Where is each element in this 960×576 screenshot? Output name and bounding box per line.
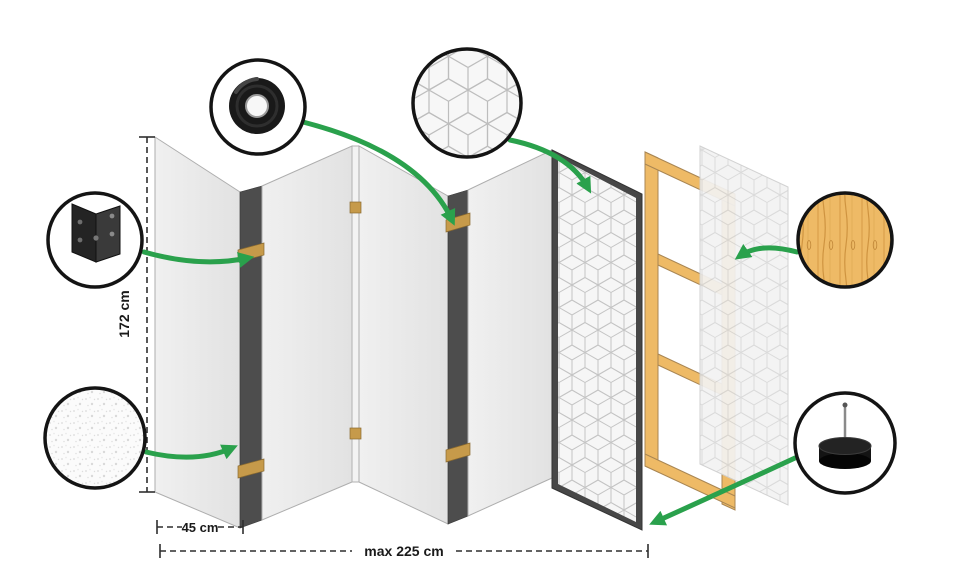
- arrows: [141, 119, 800, 526]
- arrow-texture-to-panel: [143, 444, 238, 460]
- dimension-total-width-label: max 225 cm: [364, 543, 443, 559]
- callout-pattern: [411, 47, 523, 159]
- callout-foot: [793, 391, 897, 495]
- floor-protector-icon: [818, 402, 872, 469]
- geometric-print-icon: [411, 47, 523, 159]
- arrow-pattern-to-panel: [507, 137, 592, 194]
- mounting-bracket-icon: [71, 203, 121, 263]
- dimension-height: 172 cm: [116, 136, 155, 493]
- frame-left-rail: [644, 151, 659, 473]
- callout-wood: [796, 191, 894, 289]
- dimension-height-label: 172 cm: [116, 290, 132, 337]
- panel-fold-edge-3: [447, 189, 469, 525]
- callouts: [43, 47, 897, 495]
- dimension-panel-width: 45 cm: [156, 520, 244, 535]
- adhesive-tape-icon: [229, 77, 285, 134]
- hinge: [349, 201, 362, 214]
- printed-panel-face: [558, 157, 636, 522]
- screen-panel-3: [358, 145, 449, 525]
- callout-bracket: [46, 191, 144, 289]
- hinge: [445, 212, 471, 233]
- arrow-foot-to-base: [649, 455, 798, 526]
- printed-fleece-sheet: [699, 145, 789, 506]
- arrow-bracket-to-hinge: [141, 249, 255, 268]
- hinge: [349, 427, 362, 440]
- hinge: [237, 458, 265, 479]
- pine-wood-icon: [796, 191, 894, 289]
- screen-panel-2: [261, 145, 353, 521]
- callout-texture: [43, 386, 147, 490]
- hinge: [445, 442, 471, 463]
- callout-tape: [209, 58, 307, 156]
- dimension-total-width: max 225 cm: [159, 543, 649, 559]
- dimension-panel-width-label: 45 cm: [182, 520, 219, 535]
- arrow-tape-to-hinge: [300, 119, 456, 226]
- dimensions: 172 cm 45 cm max 225 cm: [116, 136, 649, 559]
- screen-panel-1: [154, 136, 241, 529]
- arrow-wood-to-frame: [734, 243, 800, 260]
- screen-panel-4: [467, 149, 553, 517]
- nonwoven-texture-icon: [43, 386, 147, 490]
- folding-screen: [154, 136, 643, 531]
